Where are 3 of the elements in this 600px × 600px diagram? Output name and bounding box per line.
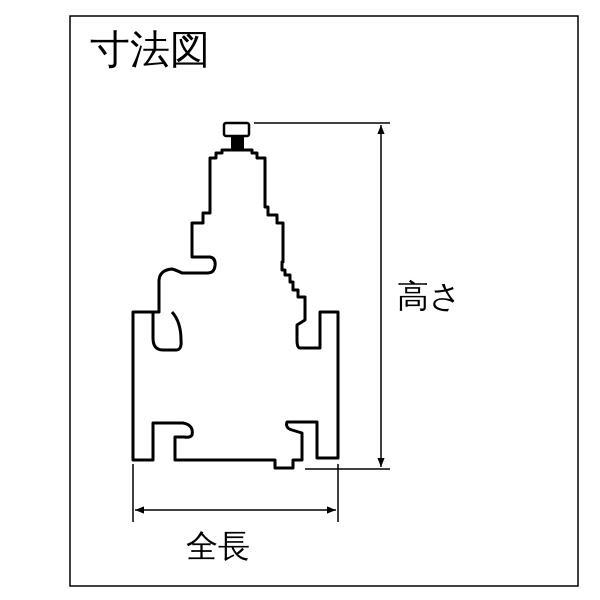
title: 寸法図 — [90, 30, 210, 70]
dimension-label: 全長 — [186, 530, 250, 562]
dimension-label: 高さ — [397, 280, 462, 312]
